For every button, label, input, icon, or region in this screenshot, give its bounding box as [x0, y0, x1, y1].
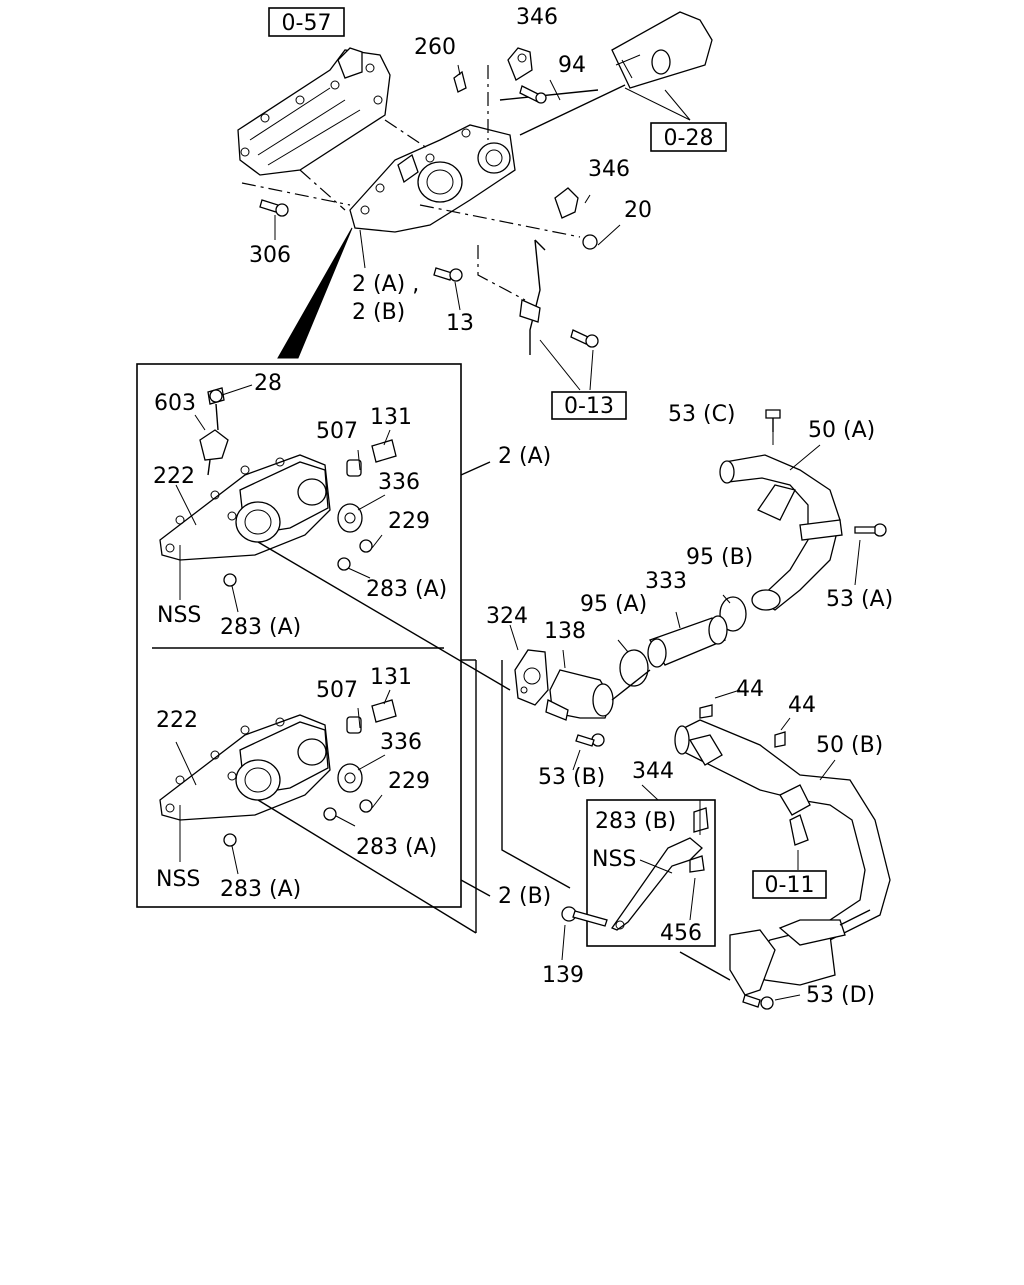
pipe-assembly: [509, 409, 891, 1010]
callout-222: 222: [153, 464, 195, 489]
callout-336: 336: [380, 730, 422, 755]
callout-283a: 283 (A): [356, 835, 437, 860]
callout-346: 346: [516, 5, 558, 30]
callout-28: 28: [254, 371, 282, 396]
reference-box: [650, 122, 727, 152]
callout-20: 20: [624, 198, 652, 223]
callout-53d: 53 (D): [806, 983, 875, 1008]
callout-344: 344: [632, 759, 674, 784]
reference-box: [752, 870, 827, 899]
callout-456: 456: [660, 921, 702, 946]
callout-53a: 53 (A): [826, 587, 893, 612]
callout-283a: 283 (A): [220, 877, 301, 902]
callout-2a-2b: 2 (A) ,: [352, 272, 419, 297]
callout-44: 44: [788, 693, 816, 718]
callout-nss: NSS: [157, 603, 201, 628]
callout-139: 139: [542, 963, 584, 988]
callout-13: 13: [446, 311, 474, 336]
callout-nss: NSS: [592, 847, 636, 872]
callout-94: 94: [558, 53, 586, 78]
top-assembly: [237, 11, 713, 391]
callout-324: 324: [486, 604, 528, 629]
callout-138: 138: [544, 619, 586, 644]
callout-nss: NSS: [156, 867, 200, 892]
callout-131: 131: [370, 405, 412, 430]
reference-label: 0-57: [282, 11, 332, 36]
callout-2a: 2 (A): [498, 444, 551, 469]
callout-95a: 95 (A): [580, 592, 647, 617]
reference-0-11[interactable]: 0-11: [752, 870, 827, 899]
reference-box: [268, 7, 345, 37]
callout-229: 229: [388, 769, 430, 794]
reference-0-57[interactable]: 0-57: [268, 7, 345, 37]
callout-336: 336: [378, 470, 420, 495]
reference-box: [551, 391, 627, 420]
callout-283a: 283 (A): [220, 615, 301, 640]
callout-283a: 283 (A): [366, 577, 447, 602]
callout-131: 131: [370, 665, 412, 690]
reference-label: 0-13: [564, 394, 614, 419]
reference-label: 0-28: [664, 126, 714, 151]
callout-260: 260: [414, 35, 456, 60]
callout-95b: 95 (B): [686, 545, 753, 570]
callout-2b: 2 (B): [352, 300, 405, 325]
callout-603: 603: [154, 391, 196, 416]
callout-507: 507: [316, 678, 358, 703]
callout-283b: 283 (B): [595, 809, 676, 834]
callout-53c: 53 (C): [668, 402, 736, 427]
callout-306: 306: [249, 243, 291, 268]
detail-box: [136, 363, 571, 934]
callout-346: 346: [588, 157, 630, 182]
reference-0-13[interactable]: 0-13: [551, 391, 627, 420]
reference-0-28[interactable]: 0-28: [650, 122, 727, 152]
callout-507: 507: [316, 419, 358, 444]
callout-50b: 50 (B): [816, 733, 883, 758]
callout-50a: 50 (A): [808, 418, 875, 443]
callout-222: 222: [156, 708, 198, 733]
reference-label: 0-11: [765, 873, 815, 898]
callout-333: 333: [645, 569, 687, 594]
callout-53b: 53 (B): [538, 765, 605, 790]
callout-44: 44: [736, 677, 764, 702]
callout-labels: 346 94 260 346 20 306 2 (A) , 2 (B) 13 2…: [153, 5, 893, 1008]
callout-229: 229: [388, 509, 430, 534]
callout-2b: 2 (B): [498, 884, 551, 909]
